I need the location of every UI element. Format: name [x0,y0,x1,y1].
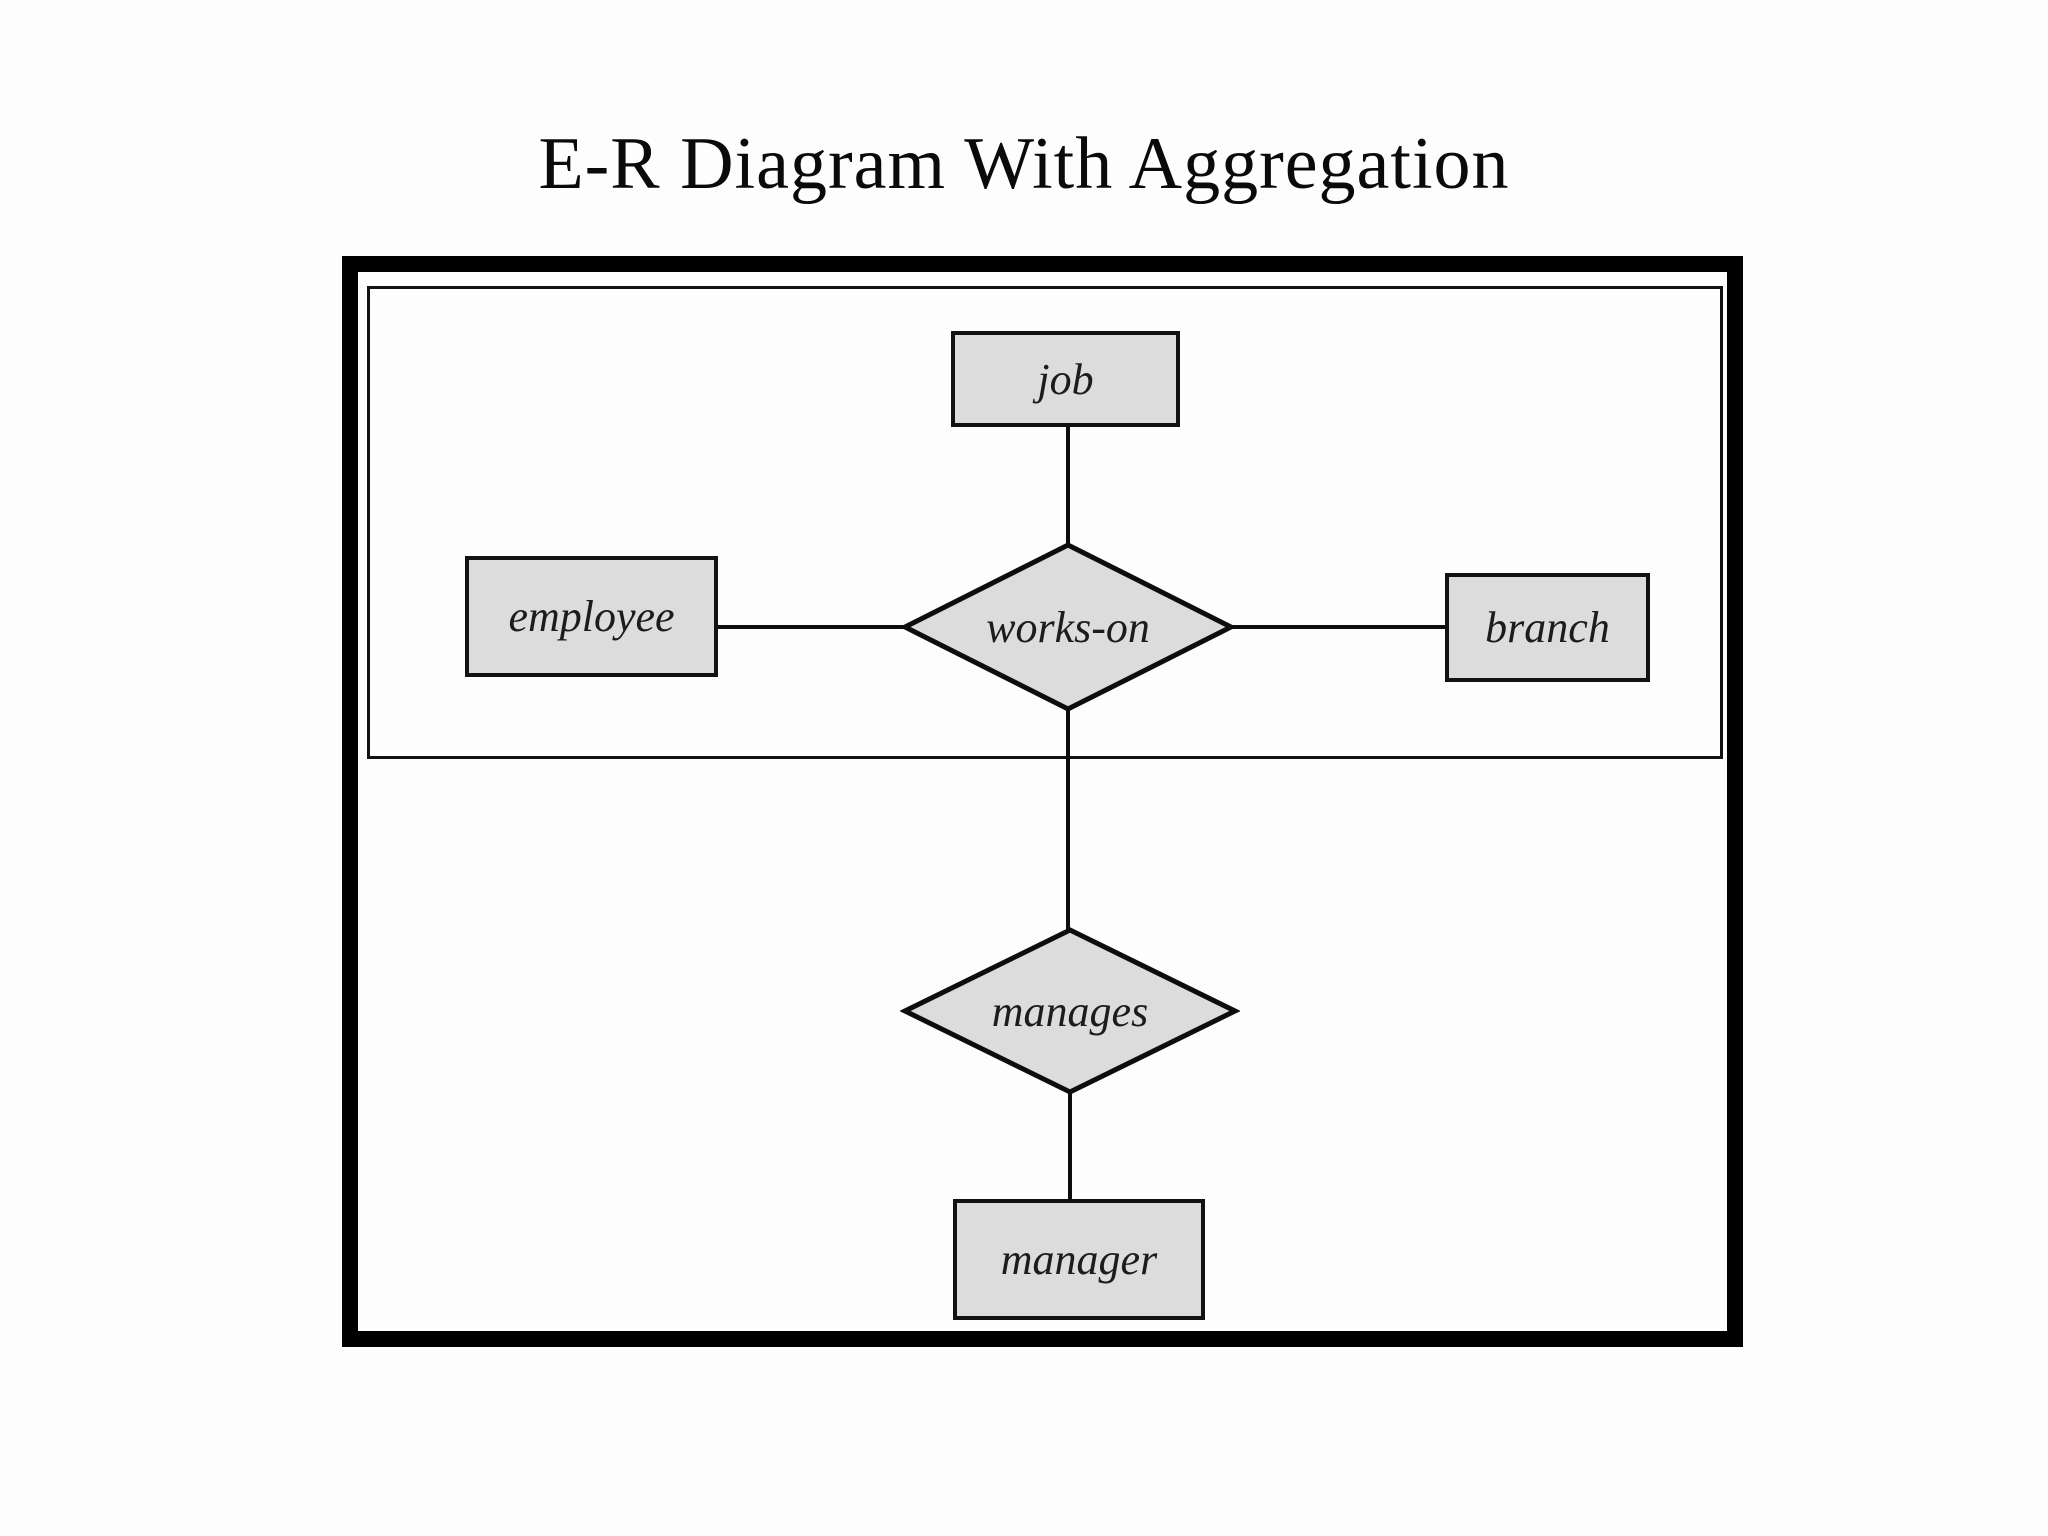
entity-branch: branch [1445,573,1650,682]
edge-works-on-manages [1066,706,1070,934]
edge-employee-works-on [716,625,908,629]
relationship-works-on-label: works-on [986,602,1150,652]
relationship-manages: manages [900,925,1240,1097]
relationship-manages-label: manages [991,986,1149,1036]
entity-manager: manager [953,1199,1205,1320]
edge-job-works-on [1066,427,1070,549]
edge-works-on-branch [1228,625,1448,629]
entity-manager-label: manager [1000,1235,1158,1284]
relationship-works-on: works-on [900,540,1236,714]
diamond-shape-icon [900,927,1240,1095]
aggregation-boundary [367,286,1723,759]
entity-branch-label: branch [1485,603,1610,652]
diagram-frame [342,256,1743,1347]
page-title: E-R Diagram With Aggregation [538,123,1510,205]
entity-job-label: job [1037,354,1094,404]
entity-job: job [951,331,1180,427]
entity-employee-label: employee [508,592,675,641]
diamond-shape-icon [900,542,1236,712]
edge-manages-manager [1068,1088,1072,1201]
entity-employee: employee [465,556,718,677]
